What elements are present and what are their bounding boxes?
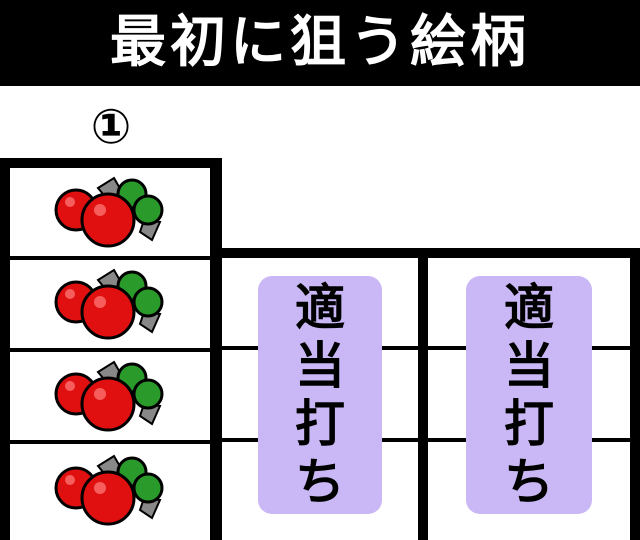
instruction-char: ち — [504, 453, 554, 511]
instruction-label-right: 適 当 打 ち — [466, 276, 592, 514]
cherry-icon — [54, 176, 164, 248]
cherry-icon — [54, 454, 164, 526]
instruction-char: 適 — [504, 279, 554, 337]
instruction-char: 当 — [504, 337, 554, 395]
reel-number: ① — [90, 99, 132, 155]
instruction-label-center: 適 当 打 ち — [258, 276, 382, 514]
instruction-char: 当 — [295, 337, 345, 395]
cherry-icon — [54, 360, 164, 432]
instruction-char: 打 — [295, 395, 345, 453]
cherry-graphic — [54, 268, 164, 340]
title-bar: 最初に狙う絵柄 — [0, 0, 640, 86]
cherry-graphic — [54, 454, 164, 526]
cherry-graphic — [54, 176, 164, 248]
page-title: 最初に狙う絵柄 — [110, 10, 530, 75]
instruction-char: 適 — [295, 279, 345, 337]
instruction-char: ち — [295, 453, 345, 511]
instruction-char: 打 — [504, 395, 554, 453]
cherry-graphic — [54, 360, 164, 432]
cherry-icon — [54, 268, 164, 340]
